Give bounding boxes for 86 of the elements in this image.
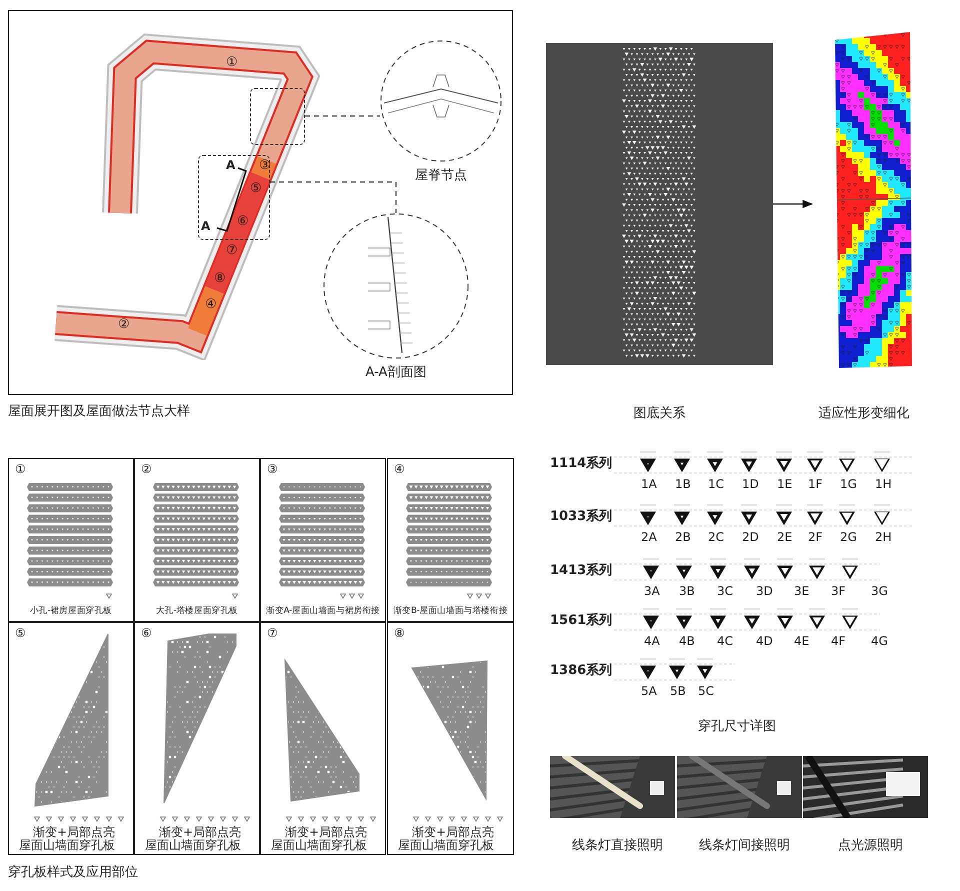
detail-frame	[198, 155, 270, 240]
panel-number: ②	[141, 462, 152, 476]
hole-type-label: 2E	[777, 530, 792, 544]
hole-type-label: 1F	[808, 477, 823, 491]
pattern-cell	[134, 622, 260, 855]
hole-type-label: 2A	[641, 530, 657, 544]
pattern-cell	[8, 622, 134, 855]
hole-type-label: 3E	[794, 584, 810, 598]
hole-type-label: 2D	[742, 530, 759, 544]
figure-caption: 穿孔尺寸详图	[698, 720, 776, 734]
series-label: 1114系列	[550, 457, 612, 471]
detail-frame	[250, 88, 305, 145]
section-mark-label: A	[201, 219, 210, 233]
hole-type-label: 3G	[871, 584, 888, 598]
hole-type-label: 4E	[794, 634, 810, 648]
arrow	[773, 200, 814, 208]
hole-type-label: 1D	[742, 477, 759, 491]
panel-caption: 渐变+局部点亮屋面山墙面穿孔板	[270, 826, 368, 852]
hole-type-label: 2B	[675, 530, 691, 544]
hole-type-label: 2G	[840, 530, 857, 544]
section-mark-label: A	[226, 158, 236, 172]
callout-number: ⑧	[214, 272, 226, 286]
panel-number: ①	[15, 462, 26, 476]
pattern-cell	[387, 458, 514, 622]
callout-number: ①	[226, 56, 238, 70]
callout-number: ②	[118, 318, 130, 332]
figure-caption: 屋面展开图及屋面做法节点大样	[8, 405, 190, 419]
callout-number: ⑥	[237, 215, 249, 229]
hole-type-label: 3F	[831, 584, 846, 598]
series-label: 1413系列	[550, 564, 612, 578]
panel-caption: 渐变A-屋面山墙面与裙房衔接	[265, 605, 381, 617]
hole-type-label: 3B	[679, 584, 695, 598]
pattern-cell	[260, 622, 386, 855]
hole-type-label: 3D	[756, 584, 773, 598]
detail-caption: A-A剖面图	[364, 364, 428, 381]
picture-caption: 适应性形变细化	[818, 405, 910, 422]
callout-number: ④	[205, 298, 217, 312]
connector-line	[270, 182, 396, 214]
hole-type-label: 5C	[698, 684, 714, 698]
panel-number: ⑥	[141, 626, 152, 640]
panel-number: ⑧	[394, 626, 405, 640]
panel-caption: 渐变+局部点亮屋面山墙面穿孔板	[18, 826, 116, 852]
panel-caption: 渐变+局部点亮屋面山墙面穿孔板	[397, 826, 496, 852]
panel-number: ③	[267, 462, 278, 476]
panel-caption: 渐变+局部点亮屋面山墙面穿孔板	[144, 826, 242, 852]
panel-number: ⑦	[267, 626, 278, 640]
hole-type-label: 1G	[840, 477, 857, 491]
hole-type-label: 5B	[670, 684, 686, 698]
pattern-cell	[134, 458, 260, 622]
hole-type-label: 4F	[831, 634, 846, 648]
hole-type-label: 4C	[717, 634, 734, 648]
pattern-cell	[8, 458, 134, 622]
hole-type-label: 4D	[756, 634, 773, 648]
hole-type-label: 2C	[708, 530, 724, 544]
hole-type-label: 4A	[644, 634, 660, 648]
hole-type-label: 5A	[641, 684, 657, 698]
hole-type-label: 3C	[717, 584, 734, 598]
hole-type-label: 1A	[641, 477, 657, 491]
hole-type-label: 4G	[871, 634, 888, 648]
detail-caption: 屋脊节点	[414, 167, 468, 184]
hole-type-label: 1B	[675, 477, 691, 491]
panel-caption: 小孔-裙房屋面穿孔板	[28, 605, 114, 617]
series-label: 1561系列	[550, 614, 612, 628]
callout-number: ⑦	[226, 244, 238, 258]
panel-number: ⑤	[15, 626, 26, 640]
pattern-cell	[260, 458, 386, 622]
photo-caption: 线条灯间接照明	[699, 839, 790, 853]
callout-number: ⑤	[250, 182, 262, 196]
hole-type-label: 1C	[708, 477, 724, 491]
figure-caption: 穿孔板样式及应用部位	[8, 866, 138, 880]
series-label: 1033系列	[550, 510, 612, 524]
panel-caption: 大孔-塔楼屋面穿孔板	[154, 605, 240, 617]
picture-caption: 图底关系	[632, 405, 686, 422]
hole-type-label: 2F	[808, 530, 823, 544]
pattern-cell	[387, 622, 514, 855]
hole-type-label: 2H	[875, 530, 892, 544]
photo-caption: 点光源照明	[838, 839, 903, 853]
callout-number: ③	[259, 159, 271, 173]
hole-type-label: 4B	[679, 634, 695, 648]
panel-number: ④	[394, 462, 405, 476]
hole-type-label: 1E	[777, 477, 792, 491]
hole-type-label: 3A	[644, 584, 660, 598]
series-label: 1386系列	[550, 664, 612, 678]
panel-caption: 渐变B-屋面山墙面与塔楼衔接	[392, 605, 509, 617]
photo-caption: 线条灯直接照明	[572, 839, 663, 853]
hole-type-label: 1H	[875, 477, 892, 491]
